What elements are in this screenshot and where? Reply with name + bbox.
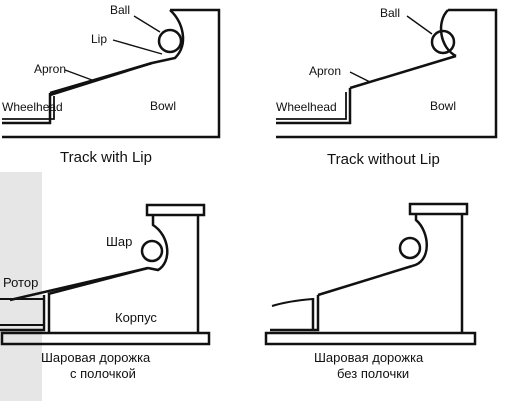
caption-line1: Шаровая дорожка [314,350,424,365]
apron-line-lower [47,266,149,296]
wheelhead-label: Wheelhead [276,100,337,114]
ball-circle [430,29,456,55]
wheelhead-label: Wheelhead [2,100,63,114]
bowl-label: Bowl [430,99,456,113]
body-top-cap [408,202,469,216]
lip-curve [151,9,185,65]
lip-curve [147,215,169,272]
panel-track-with-lip: Ball Lip Apron Wheelhead Bowl Track with… [2,3,221,166]
caption-track-with-lip: Track with Lip [60,149,152,166]
panel-track-without-shelf: Шаровая дорожка без полочки [264,202,477,381]
apron-line-lower [49,61,153,97]
rotor-step [270,295,320,332]
apron-line [349,54,457,90]
wall-curve [439,9,457,58]
ball-leader [133,15,161,33]
ball-circle [140,239,164,263]
ball-circle [157,28,183,54]
panel-track-with-shelf: Шар Ротор Корпус Шаровая дорожка с полоч… [0,172,211,401]
apron-leader [64,69,93,81]
caption-track-without-lip: Track without Lip [327,151,440,168]
wheelhead-step-inner [2,96,55,120]
bowl-outline [276,8,498,139]
lip-label: Lip [91,32,107,46]
wall-curve [411,214,428,268]
ball-leader [406,15,433,35]
ball-label: Шар [106,234,132,249]
rotor-label: Ротор [3,275,38,290]
apron-line [317,264,413,297]
wheelhead-step [2,93,52,125]
body-top-cap [145,203,206,217]
caption-line2: без полочки [337,366,409,381]
bowl-label: Bowl [150,99,176,113]
lip-leader [112,39,163,55]
apron-leader [349,71,371,83]
page-edge-shadow [0,172,42,401]
ball-label: Ball [380,6,400,20]
apron-label: Apron [34,62,66,76]
rotor-step [0,295,46,332]
rotor-outline [271,298,314,307]
caption-line2: с полочкой [70,366,136,381]
body-label: Корпус [115,310,157,325]
ball-label: Ball [110,3,130,17]
base-plate [0,331,211,346]
ball-circle [398,236,422,260]
panel-track-without-lip: Ball Apron Wheelhead Bowl Track without … [276,6,498,168]
base-plate [264,331,477,346]
apron-label: Apron [309,64,341,78]
wheelhead-step [276,88,352,125]
caption-line1: Шаровая дорожка [41,350,151,365]
wheelhead-step-inner [276,92,347,120]
bowl-outline [2,8,221,139]
